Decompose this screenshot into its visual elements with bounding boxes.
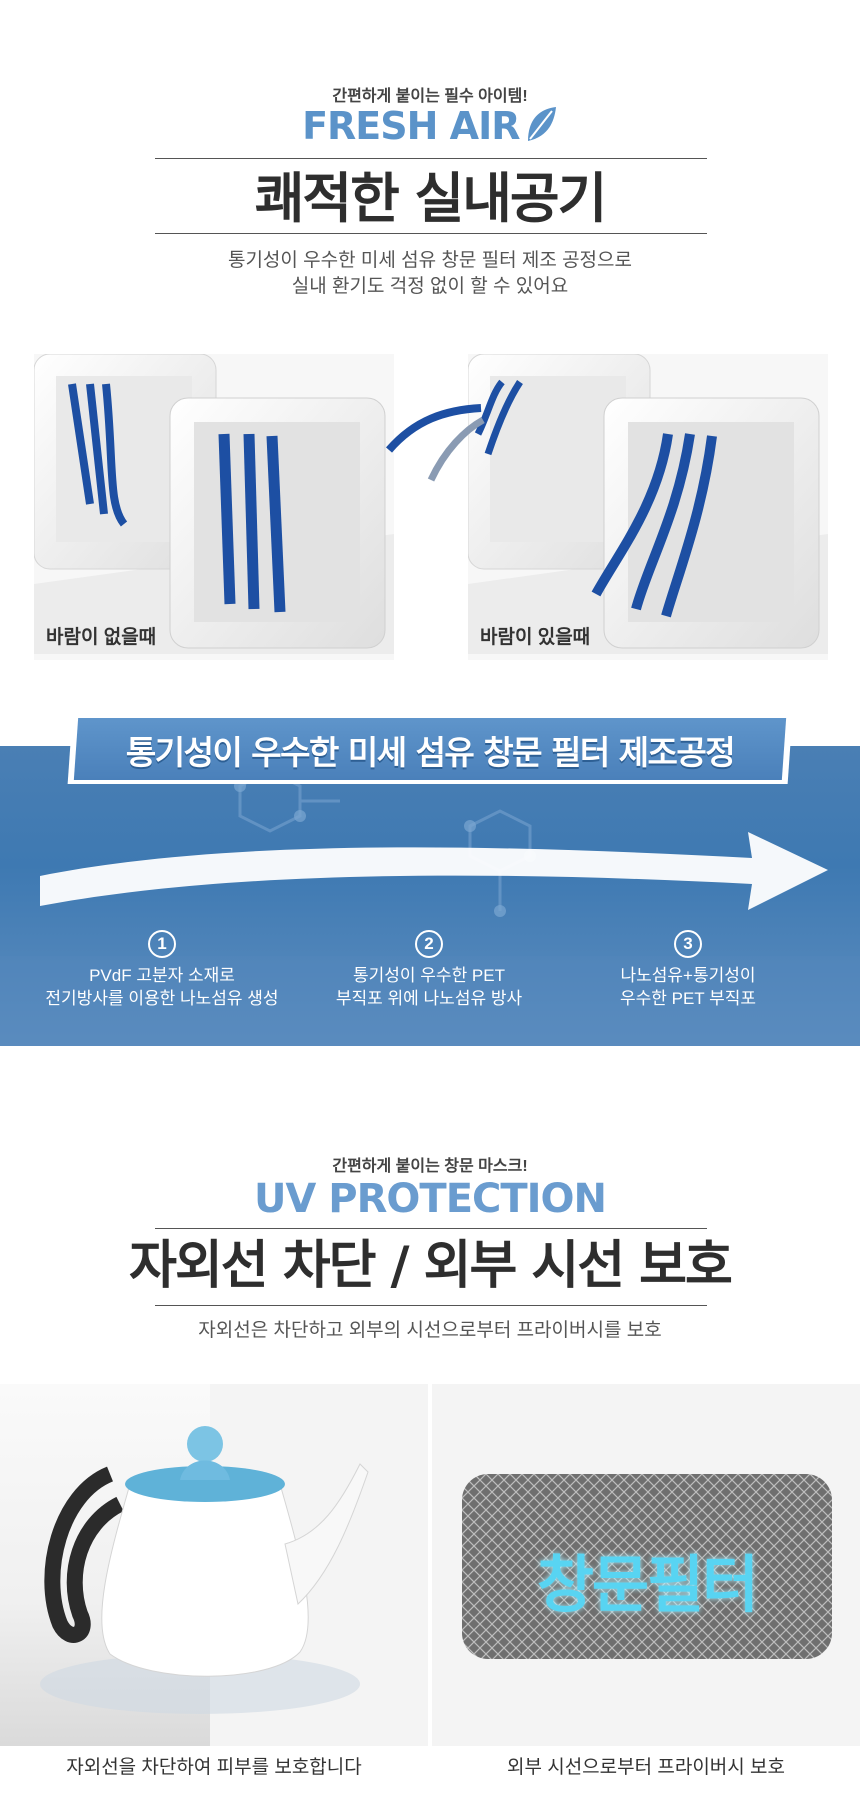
step-number-1: 1	[148, 930, 176, 958]
divider-top	[155, 158, 707, 159]
section1-headline: 쾌적한 실내공기	[254, 167, 608, 230]
section1-description: 통기성이 우수한 미세 섬유 창문 필터 제조 공정으로 실내 환기도 걱정 없…	[0, 248, 860, 300]
teapot-caption: 자외선을 차단하여 피부를 보호합니다	[66, 1757, 362, 1778]
with-wind-caption: 바람이 있을때	[480, 627, 591, 648]
filter-label-text: 창문필터	[536, 1548, 759, 1621]
uv-protection-brand: UV PROTECTION	[253, 1176, 607, 1222]
process-banner-title: 통기성이 우수한 미세 섬유 창문 필터 제조공정	[125, 733, 736, 772]
teapot-photo	[0, 1384, 428, 1746]
filter-boxes-windy-illustration	[468, 354, 828, 654]
arrow-right-icon	[40, 832, 828, 910]
teapot-illustration	[40, 1384, 428, 1746]
process-step-1: 1 PVdF 고분자 소재로 전기방사를 이용한 나노섬유 생성	[22, 930, 302, 1010]
step-1-line-1: PVdF 고분자 소재로	[89, 966, 235, 985]
filter-mesh-illustration	[462, 1474, 832, 1659]
step-number-2: 2	[415, 930, 443, 958]
photo-with-wind: 바람이 있을때	[468, 354, 828, 660]
process-step-2: 2 통기성이 우수한 PET 부직포 위에 나노섬유 방사	[289, 930, 569, 1010]
window-filter-photo: 창문필터	[432, 1384, 860, 1746]
divider-bottom	[155, 233, 707, 234]
photo-no-wind: 바람이 없을때	[34, 354, 394, 660]
filter-caption: 외부 시선으로부터 프라이버시 보호	[506, 1757, 786, 1778]
description-line-1: 통기성이 우수한 미세 섬유 창문 필터 제조 공정으로	[227, 250, 633, 271]
step-number-3: 3	[674, 930, 702, 958]
section3-headline: 자외선 차단 / 외부 시선 보호	[129, 1236, 733, 1296]
step-2-line-2: 부직포 위에 나노섬유 방사	[335, 989, 523, 1008]
step-3-line-1: 나노섬유+통기성이	[620, 966, 756, 985]
divider-uv-bottom	[155, 1305, 707, 1306]
description-line-2: 실내 환기도 걱정 없이 할 수 있어요	[291, 276, 569, 297]
section1-tagline: 간편하게 붙이는 필수 아이템!	[332, 88, 528, 105]
step-2-line-1: 통기성이 우수한 PET	[353, 966, 505, 985]
divider-uv-top	[155, 1228, 707, 1229]
leaf-icon	[527, 107, 556, 141]
brand-text: FRESH AIR	[302, 104, 520, 148]
process-band	[0, 746, 860, 1046]
filter-boxes-still-illustration	[34, 354, 394, 654]
section3-tagline: 간편하게 붙이는 창문 마스크!	[332, 1158, 528, 1175]
step-3-line-2: 우수한 PET 부직포	[619, 989, 757, 1008]
section3-description: 자외선은 차단하고 외부의 시선으로부터 프라이버시를 보호	[198, 1320, 662, 1341]
no-wind-caption: 바람이 없을때	[46, 627, 157, 648]
fresh-air-brand: FRESH AIR	[0, 104, 860, 154]
flying-ribbon-decoration	[385, 404, 485, 482]
process-step-3: 3 나노섬유+통기성이 우수한 PET 부직포	[548, 930, 828, 1010]
step-1-line-2: 전기방사를 이용한 나노섬유 생성	[45, 989, 279, 1008]
